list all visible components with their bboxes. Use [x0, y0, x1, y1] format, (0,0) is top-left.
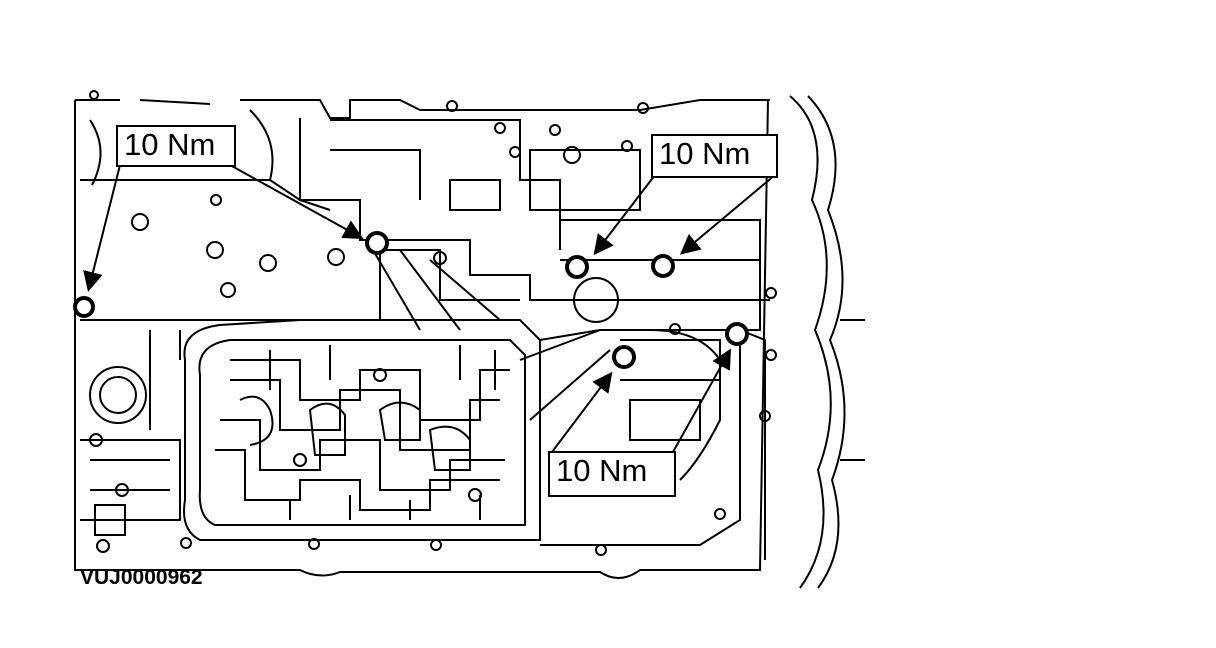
torque-bolt: [725, 322, 749, 346]
leader-arrow: [593, 174, 656, 256]
torque-label: 10 Nm: [651, 134, 778, 178]
fluid-channel-plate: [183, 319, 541, 541]
torque-bolt: [612, 345, 636, 369]
torque-label: 10 Nm: [116, 125, 236, 167]
torque-bolts: [73, 231, 749, 369]
torque-bolt: [565, 255, 589, 279]
torque-bolt: [365, 231, 389, 255]
torque-bolt: [651, 254, 675, 278]
transmission-housing: [74, 95, 865, 589]
bolt-holes: [89, 90, 777, 556]
torque-bolt: [73, 296, 95, 318]
leader-arrow: [551, 371, 613, 453]
leader-arrow: [672, 348, 731, 453]
leader-arrow: [679, 174, 776, 255]
figure-reference-code: VUJ0000962: [80, 566, 203, 589]
leader-arrows: [83, 164, 776, 453]
leader-arrow: [229, 164, 364, 239]
lower-left-housing: [80, 330, 181, 536]
torque-label: 10 Nm: [548, 451, 676, 497]
leader-arrow: [83, 164, 121, 292]
